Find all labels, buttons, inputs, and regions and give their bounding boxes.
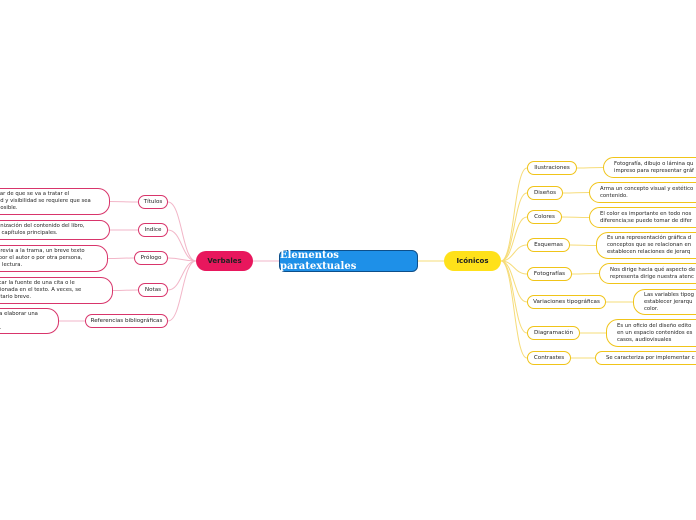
detail-prologo[interactable]: previa a la trama, un breve texto por el… <box>0 245 108 272</box>
detail-fotografias[interactable]: Nos dirige hacia qué aspecto de represen… <box>599 263 696 284</box>
detail-ilustraciones[interactable]: Fotografía, dibujo o lámina qu impreso p… <box>603 157 696 178</box>
connector-verbales-sub <box>167 257 197 262</box>
subtopic-variaciones-tipograficas[interactable]: Variaciones tipográficas <box>527 295 606 309</box>
connector-verbales-detail <box>109 201 139 203</box>
connector-iconicos-sub <box>500 260 528 359</box>
subtopic-prologo[interactable]: Prólogo <box>134 251 168 265</box>
connector-iconicos-detail <box>576 167 604 169</box>
detail-contrastes[interactable]: Se caracteriza por implementar c <box>595 351 696 365</box>
detail-titulos[interactable]: car de que se va a tratar el ad y visibi… <box>0 188 110 215</box>
subtopic-indice[interactable]: Indice <box>138 223 168 237</box>
subtopic-contrastes[interactable]: Contrastes <box>527 351 571 365</box>
connector-verbales-sub <box>167 229 197 262</box>
detail-variaciones-tipograficas[interactable]: Las variables tipog establecer jerarqu c… <box>633 289 696 315</box>
subtopic-referencias-bibliograficas[interactable]: Referencias bibliográficas <box>85 314 168 328</box>
central-topic[interactable]: Elementos paratextuales <box>279 250 418 272</box>
connector-verbales-sub <box>167 260 197 322</box>
connector-iconicos-sub <box>500 216 528 262</box>
detail-colores[interactable]: El color es importante en todo nos difer… <box>589 207 696 228</box>
connector-iconicos-sub <box>500 167 528 262</box>
subtopic-notas[interactable]: Notas <box>138 283 168 297</box>
subtopic-colores[interactable]: Colores <box>527 210 562 224</box>
detail-indice[interactable]: anización del contenido del libro, s cap… <box>0 220 110 240</box>
connector-iconicos-detail <box>571 273 600 275</box>
connector-verbales-sub <box>167 260 197 291</box>
connector-verbales-detail <box>107 257 135 259</box>
detail-disenos[interactable]: Arma un concepto visual y estético conte… <box>589 182 696 203</box>
detail-notas[interactable]: icar la fuente de una cita o le cionada … <box>0 277 113 304</box>
subtopic-disenos[interactable]: Diseños <box>527 186 563 200</box>
connector-iconicos-sub <box>500 192 528 262</box>
subtopic-esquemas[interactable]: Esquemas <box>527 238 570 252</box>
connector-iconicos-detail <box>562 192 590 194</box>
subtopic-fotografias[interactable]: Fotografías <box>527 267 572 281</box>
detail-esquemas[interactable]: Es una representación gráfica d concepto… <box>596 232 696 259</box>
subtopic-titulos[interactable]: Títulos <box>138 195 168 209</box>
connector-verbales-detail <box>112 289 139 291</box>
main-topic-iconicos[interactable]: Icónicos <box>444 251 501 271</box>
connector-iconicos-sub <box>500 260 528 334</box>
connector-verbales-sub <box>167 201 197 262</box>
connector-iconicos-detail <box>569 244 597 246</box>
detail-referencias-bibliograficas[interactable]: ra elaborar una s s. <box>0 308 59 334</box>
connector-iconicos-sub <box>500 244 528 262</box>
subtopic-ilustraciones[interactable]: Ilustraciones <box>527 161 577 175</box>
main-topic-verbales[interactable]: Verbales <box>196 251 253 271</box>
connector-iconicos-detail <box>561 216 590 218</box>
detail-diagramacion[interactable]: Es un oficio del diseño edito en un espa… <box>606 319 696 347</box>
subtopic-diagramacion[interactable]: Diagramación <box>527 326 580 340</box>
